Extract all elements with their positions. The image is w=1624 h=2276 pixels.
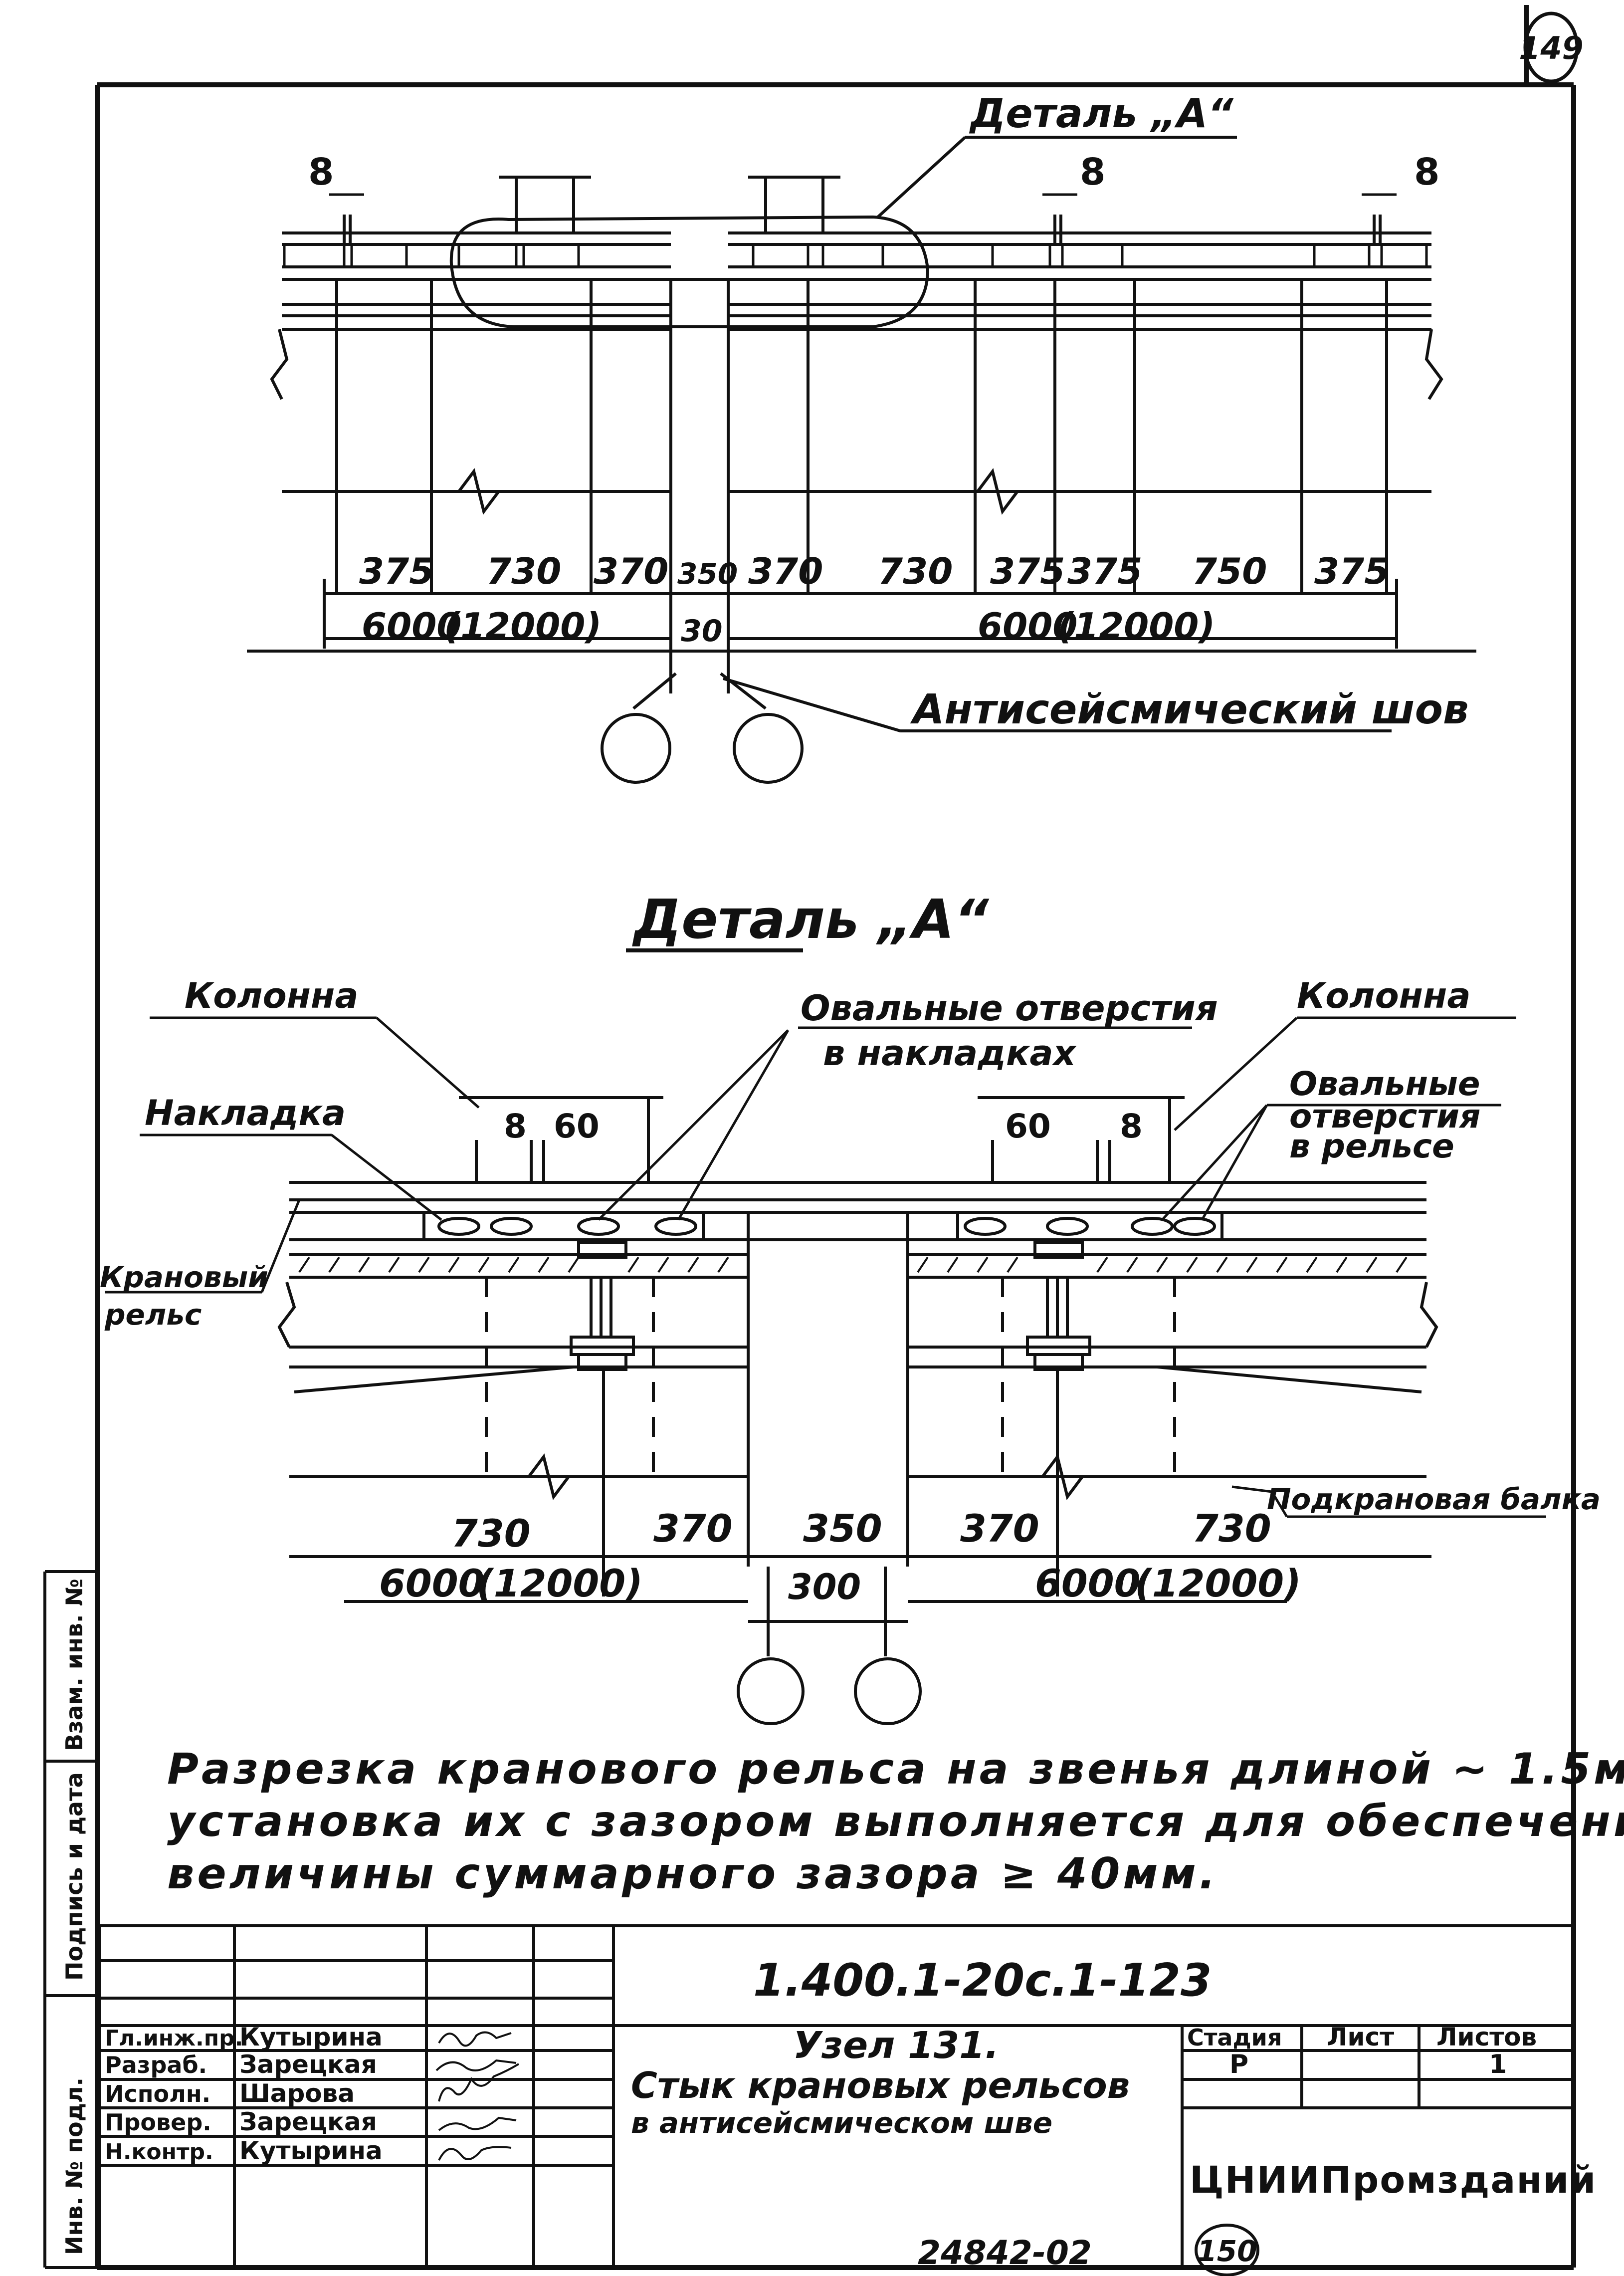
note-line-2: установка их с зазором выполняется для о… [167, 1797, 1624, 1846]
detail-title: Деталь „А“ [632, 889, 990, 951]
detail-a-leader [876, 136, 967, 219]
dim-value: 370 [594, 550, 668, 592]
label-oval-holes-rail: Овальные [1289, 1065, 1480, 1103]
span-value: (12000) [1057, 605, 1215, 647]
staff-role: Провер. [105, 2109, 211, 2136]
side-stamp [43, 1570, 97, 2269]
dim-value: 730 [878, 550, 953, 592]
sheet-number-bottom: 150 [1197, 2234, 1257, 2268]
sheet-number-bottom-circle [1195, 2224, 1259, 2276]
dim-value: 375 [1067, 550, 1142, 592]
detail-a-outline [449, 215, 930, 328]
dim-value: 375 [359, 550, 434, 592]
label-column-right: Колонна [1297, 975, 1471, 1016]
archive-number: 24842-02 [918, 2234, 1092, 2272]
dim-value: 350 [677, 557, 738, 591]
span-value: 6000 [362, 605, 461, 647]
upper-dimension-lines [247, 491, 1476, 693]
note-line-1: Разрезка кранового рельса на звенья длин… [167, 1744, 1624, 1794]
note-line-3: величины суммарного зазора ≥ 40мм. [167, 1849, 1218, 1899]
axis-markers-detail [737, 1657, 922, 1725]
small-dim: 60 [554, 1107, 600, 1145]
small-dim: 60 [1005, 1107, 1051, 1145]
dim-value: 750 [1192, 550, 1267, 592]
small-dim: 8 [1120, 1107, 1143, 1145]
staff-role: Разраб. [105, 2051, 207, 2078]
span-value: (12000) [1135, 1561, 1301, 1605]
sheets-value: 1 [1489, 2049, 1507, 2079]
dim-value: 350 [803, 1506, 882, 1551]
span-value: 6000 [978, 605, 1077, 647]
span-value: (12000) [444, 605, 602, 647]
small-dim: 8 [504, 1107, 527, 1145]
staff-name: Зарецкая [239, 2050, 377, 2079]
dim-value: 370 [748, 550, 823, 592]
label-oval-holes-rail-2: отверстия [1289, 1097, 1480, 1136]
upper-dimension-texts: 375 730 370 350 370 730 375 375 750 375 … [359, 550, 1389, 649]
dim-value: 730 [451, 1511, 531, 1556]
label-oval-holes-plates: Овальные отверстия [801, 988, 1218, 1029]
dim-value: 375 [1314, 550, 1389, 592]
detail-dimension-lines [289, 1555, 1431, 1656]
sheet-title-line-2: в антисейсмическом шве [631, 2106, 1052, 2140]
gap-mark: 8 [1414, 151, 1440, 194]
side-stamp-inv-podl: Инв. № подл. [61, 2077, 88, 2255]
staff-role: Исполн. [105, 2080, 210, 2107]
sheet-number-top-circle [1523, 11, 1579, 83]
sheet-frame [95, 5, 1576, 2270]
span-value: 6000 [379, 1561, 485, 1605]
staff-name: Шарова [239, 2079, 355, 2108]
staff-role: Гл.инж.пр. [105, 2026, 243, 2051]
detail-drawing [277, 1096, 1438, 1596]
label-oval-holes-rail-3: в рельсе [1289, 1127, 1454, 1165]
axis-markers-upper [601, 672, 1392, 784]
label-column-left: Колонна [185, 975, 359, 1016]
rail-hatch [298, 1256, 1408, 1273]
label-crane-rail: Крановый [100, 1260, 268, 1294]
side-stamp-vzam-inv: Взам. инв. № [61, 1579, 88, 1751]
detail-leaders [105, 1016, 1546, 1518]
span-value: (12000) [476, 1561, 643, 1605]
upper-plates [283, 243, 1428, 268]
document-code: 1.400.1-20с.1-123 [753, 1954, 1212, 2007]
gap-mark: 8 [1080, 151, 1106, 194]
label-crane-rail-2: рельс [104, 1298, 202, 1332]
detail-a-callout: Деталь „А“ [969, 90, 1234, 137]
col-sheet: Лист [1327, 2023, 1394, 2051]
node-title: Узел 131. [793, 2024, 999, 2067]
staff-name: Зарецкая [239, 2107, 377, 2136]
dim-value: 730 [1192, 1506, 1271, 1551]
dim-value: 370 [960, 1506, 1039, 1551]
side-stamp-signature-date: Подпись и дата [61, 1772, 88, 1981]
label-plate: Накладка [145, 1093, 346, 1134]
label-oval-holes-plates-2: в накладках [823, 1033, 1077, 1074]
staff-name: Кутырина [239, 2023, 383, 2051]
dim-value: 375 [990, 550, 1065, 592]
dim-value: 370 [653, 1506, 733, 1551]
stage-value: Р [1229, 2049, 1248, 2079]
span-value: 6000 [1035, 1561, 1141, 1605]
sheet-title-line-1: Стык крановых рельсов [631, 2064, 1130, 2106]
upper-plan [270, 176, 1443, 594]
dim-value: 730 [486, 550, 561, 592]
gap-mark: 8 [308, 151, 334, 194]
staff-name: Кутырина [239, 2136, 383, 2165]
label-crane-beam: Подкрановая балка [1267, 1482, 1601, 1516]
sheet-number-top: 149 [1519, 30, 1583, 66]
joint-gap-value: 300 [788, 1567, 861, 1607]
title-block-grid [97, 1924, 1574, 2268]
joint-gap-value: 30 [681, 614, 723, 649]
seismic-joint-label: Антисейсмический шов [910, 686, 1469, 733]
col-stage: Стадия [1187, 2024, 1282, 2051]
organization: ЦНИИПромзданий [1190, 2159, 1597, 2202]
signatures [435, 2031, 520, 2161]
col-sheets: Листов [1436, 2023, 1537, 2051]
staff-role: Н.контр. [105, 2139, 213, 2165]
